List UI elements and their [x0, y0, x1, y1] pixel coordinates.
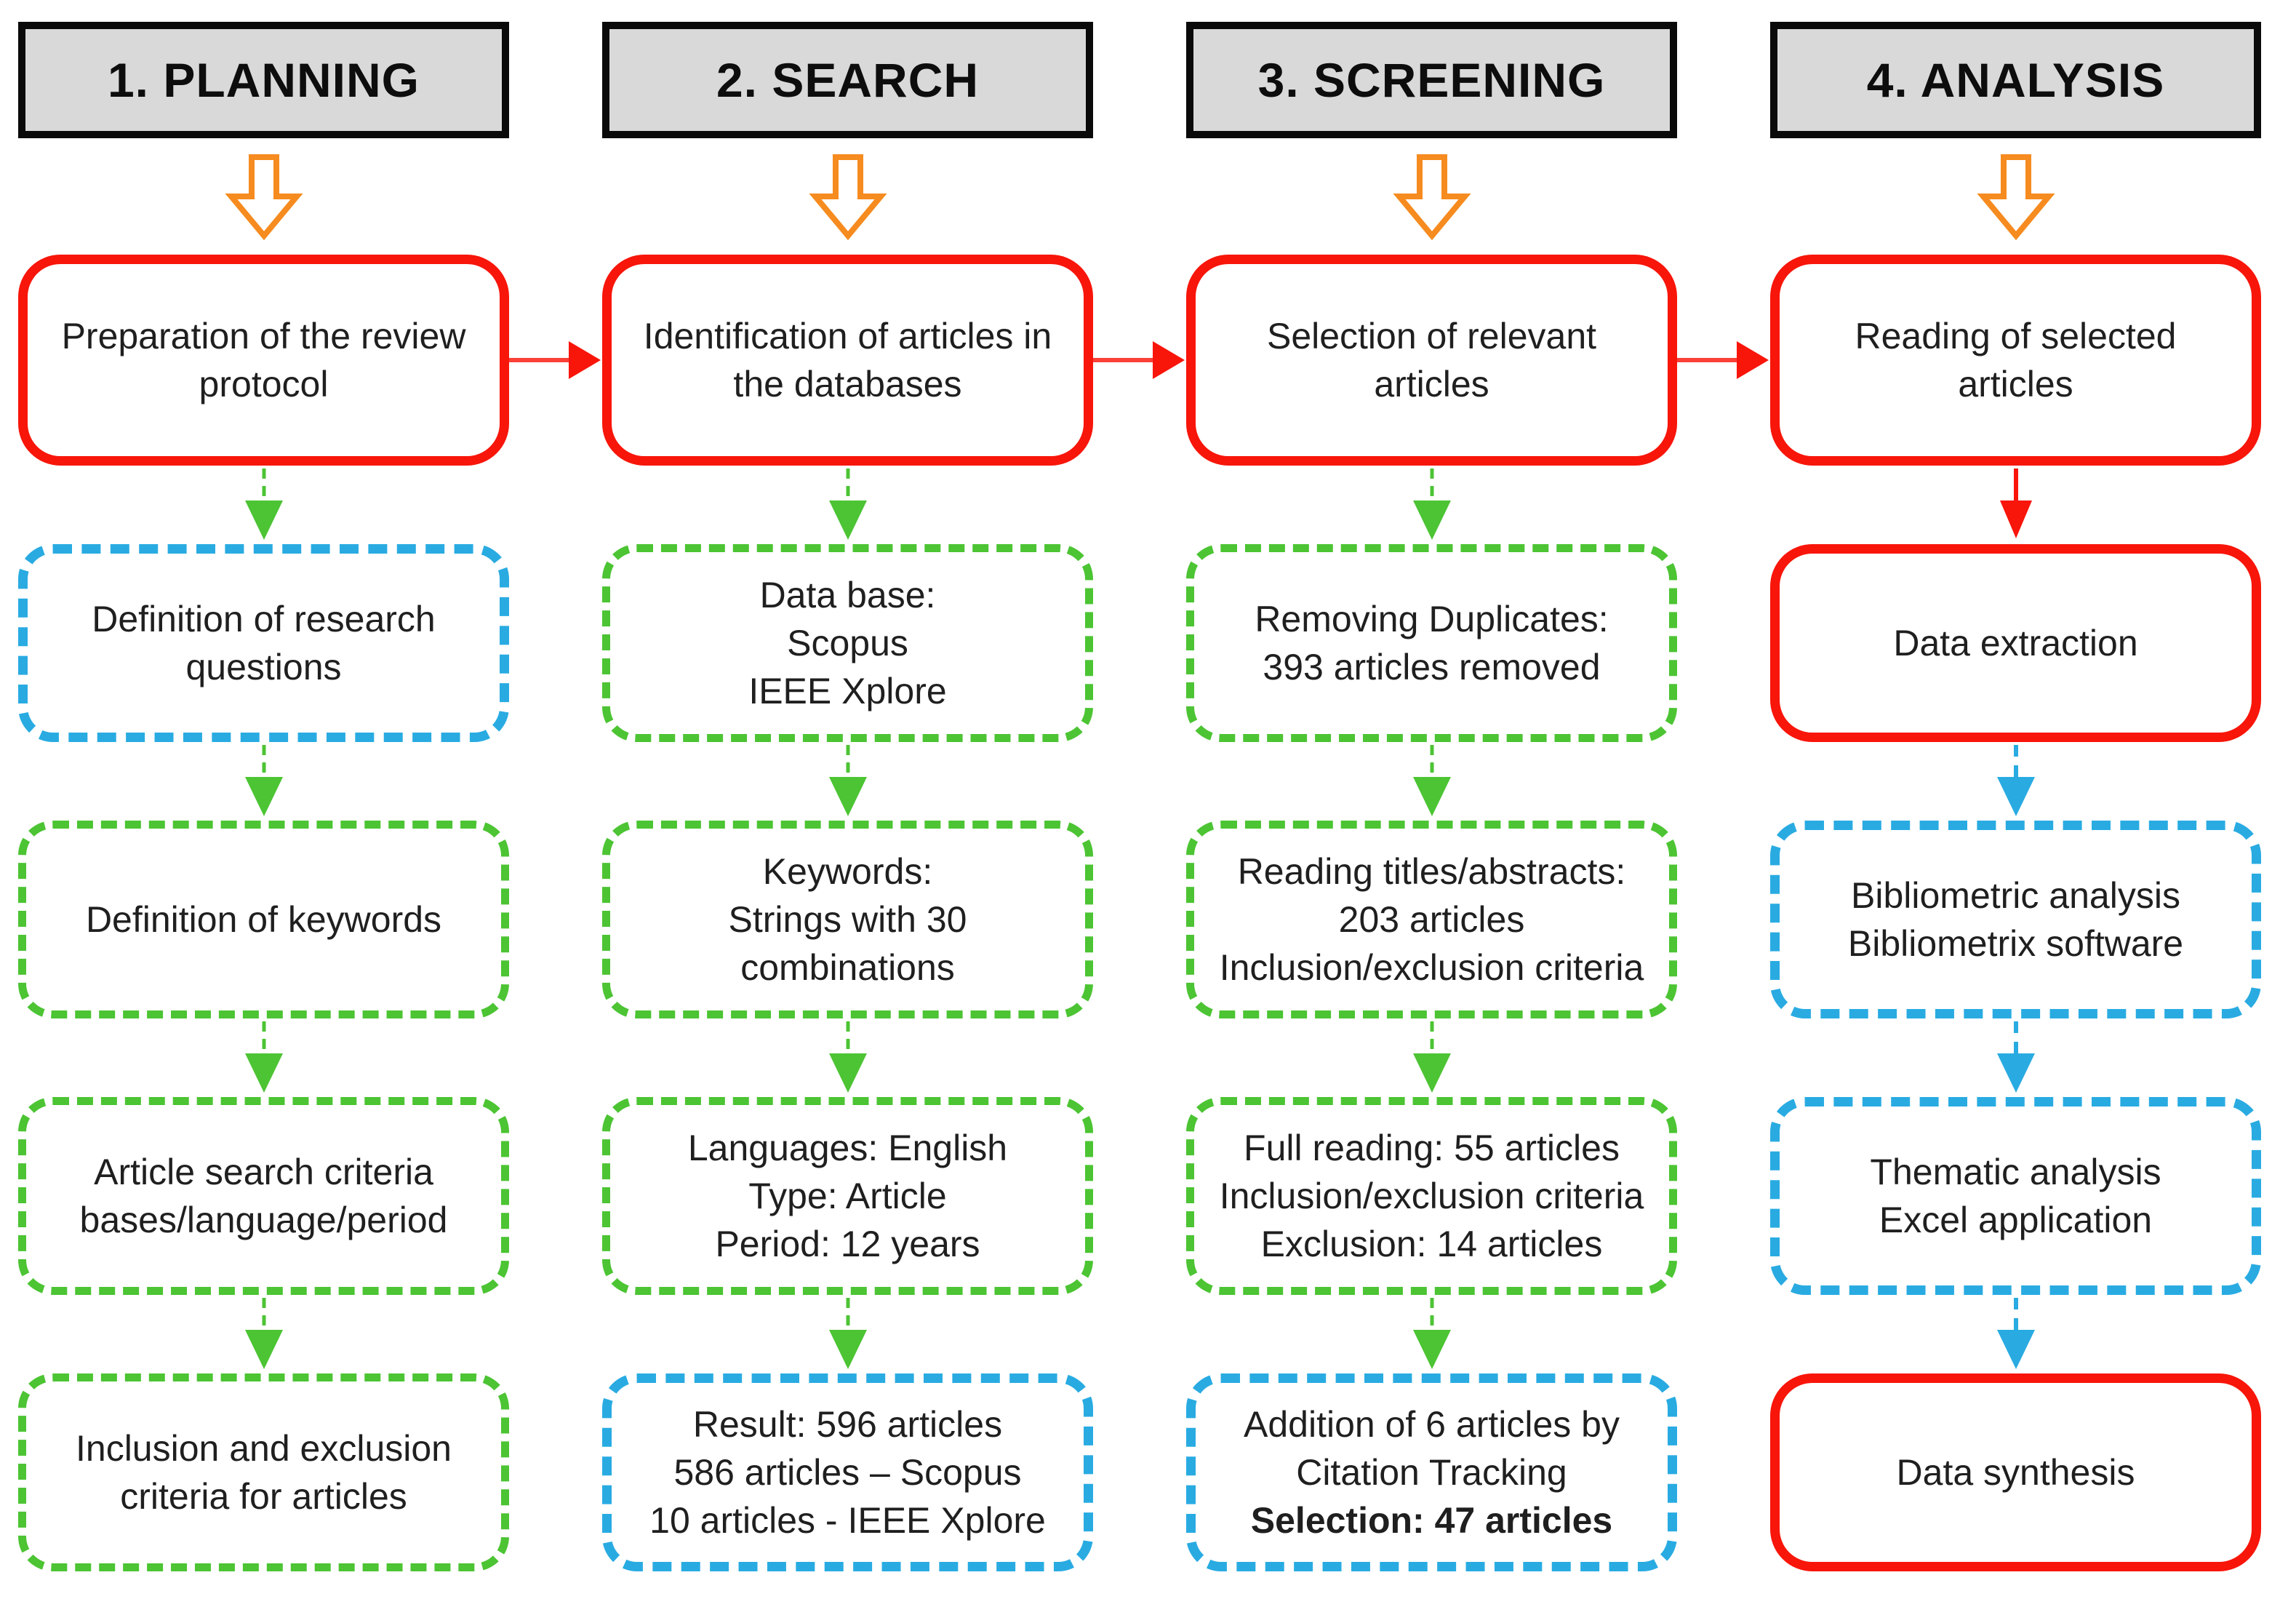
- box-full-reading: Full reading: 55 articles Inclusion/excl…: [1186, 1097, 1677, 1295]
- stage-header-analysis: 4. ANALYSIS: [1770, 22, 2261, 138]
- box-identification-articles: Identification of articles in the databa…: [602, 255, 1093, 466]
- connector-zone: [241, 466, 287, 544]
- box-text: Removing Duplicates: 393 articles remove…: [1255, 599, 1609, 687]
- box-text: Data synthesis: [1896, 1452, 2135, 1493]
- down-arrow-icon: [828, 468, 867, 540]
- box-text-bold: Selection: 47 articles: [1250, 1500, 1613, 1541]
- box-text: Identification of articles in the databa…: [643, 316, 1052, 404]
- box-text: Reading of selected articles: [1855, 316, 2177, 404]
- box-text: Languages: English Type: Article Period:…: [687, 1128, 1008, 1264]
- box-text: Thematic analysis Excel application: [1870, 1152, 2161, 1240]
- box-keywords-definition: Definition of keywords: [18, 821, 509, 1018]
- box-removing-duplicates: Removing Duplicates: 393 articles remove…: [1186, 544, 1677, 742]
- right-arrow-icon: [1677, 341, 1769, 379]
- box-search-criteria: Article search criteria bases/language/p…: [18, 1097, 509, 1295]
- down-arrow-icon: [1996, 1021, 2035, 1093]
- stage-arrow-zone: [1976, 138, 2056, 255]
- down-arrow-icon: [828, 1021, 867, 1093]
- stage-arrow-zone: [1392, 138, 1472, 255]
- connector-zone: [1993, 466, 2039, 544]
- column-analysis: 4. ANALYSIS Reading of selected articles…: [1770, 22, 2261, 1571]
- down-arrow-icon: [1996, 745, 2035, 816]
- right-arrow-icon: [509, 341, 601, 379]
- down-arrow-icon: [244, 1021, 283, 1093]
- connector-zone: [1993, 742, 2039, 821]
- down-arrow-icon: [1412, 745, 1451, 816]
- down-arrow-icon: [1412, 468, 1451, 540]
- box-databases: Data base: Scopus IEEE Xplore: [602, 544, 1093, 742]
- box-citation-tracking-selection: Addition of 6 articles by Citation Track…: [1186, 1373, 1677, 1571]
- box-reading-articles: Reading of selected articles: [1770, 255, 2261, 466]
- box-text: Result: 596 articles 586 articles – Scop…: [649, 1404, 1046, 1541]
- column-search: 2. SEARCH Identification of articles in …: [602, 22, 1093, 1571]
- connector-zone: [1409, 742, 1455, 821]
- down-arrow-icon: [1412, 1298, 1451, 1369]
- box-text: Keywords: Strings with 30 combinations: [728, 851, 967, 988]
- stage-header-planning: 1. PLANNING: [18, 22, 509, 138]
- box-text: Preparation of the review protocol: [61, 316, 466, 404]
- connector-zone: [241, 742, 287, 821]
- connector-zone: [1409, 466, 1455, 544]
- box-search-filters: Languages: English Type: Article Period:…: [602, 1097, 1093, 1295]
- right-arrow-icon: [1093, 341, 1185, 379]
- connector-zone: [825, 466, 871, 544]
- connector-zone: [1993, 1295, 2039, 1373]
- down-arrow-icon: [1999, 468, 2032, 538]
- box-title-abstract-screening: Reading titles/abstracts: 203 articles I…: [1186, 821, 1677, 1018]
- box-review-protocol: Preparation of the review protocol: [18, 255, 509, 466]
- connector-zone: [1409, 1295, 1455, 1373]
- connector-zone: [825, 1295, 871, 1373]
- connector-zone: [825, 742, 871, 821]
- box-text: Definition of research questions: [92, 599, 436, 687]
- box-text: Reading titles/abstracts: 203 articles I…: [1219, 851, 1644, 988]
- box-text: Addition of 6 articles by Citation Track…: [1244, 1404, 1620, 1493]
- box-text: Article search criteria bases/language/p…: [79, 1152, 448, 1240]
- box-data-extraction: Data extraction: [1770, 544, 2261, 742]
- down-arrow-icon: [244, 1298, 283, 1369]
- down-arrow-icon: [828, 745, 867, 816]
- box-text: Inclusion and exclusion criteria for art…: [76, 1428, 452, 1517]
- stage-link-arrow-search-screening: [1093, 337, 1186, 383]
- box-data-synthesis: Data synthesis: [1770, 1373, 2261, 1571]
- connector-zone: [241, 1295, 287, 1373]
- block-arrow-down-icon: [808, 154, 887, 240]
- box-thematic-analysis: Thematic analysis Excel application: [1770, 1097, 2261, 1295]
- box-search-results: Result: 596 articles 586 articles – Scop…: [602, 1373, 1093, 1571]
- box-bibliometric-analysis: Bibliometric analysis Bibliometrix softw…: [1770, 821, 2261, 1018]
- down-arrow-icon: [1412, 1021, 1451, 1093]
- box-keyword-strings: Keywords: Strings with 30 combinations: [602, 821, 1093, 1018]
- box-text: Data base: Scopus IEEE Xplore: [748, 575, 947, 711]
- connector-zone: [1409, 1018, 1455, 1097]
- box-text: Definition of keywords: [85, 899, 442, 940]
- block-arrow-down-icon: [1976, 154, 2055, 240]
- connector-zone: [1993, 1018, 2039, 1097]
- down-arrow-icon: [1996, 1298, 2035, 1369]
- stage-link-arrow-planning-search: [509, 337, 602, 383]
- box-text: Data extraction: [1893, 623, 2138, 663]
- block-arrow-down-icon: [1392, 154, 1471, 240]
- down-arrow-icon: [244, 468, 283, 540]
- stage-link-arrow-screening-analysis: [1677, 337, 1770, 383]
- box-text: Bibliometric analysis Bibliometrix softw…: [1847, 875, 2184, 964]
- down-arrow-icon: [244, 745, 283, 816]
- box-selection-relevant: Selection of relevant articles: [1186, 255, 1677, 466]
- column-screening: 3. SCREENING Selection of relevant artic…: [1186, 22, 1677, 1571]
- box-research-questions: Definition of research questions: [18, 544, 509, 742]
- box-inclusion-exclusion-criteria: Inclusion and exclusion criteria for art…: [18, 1373, 509, 1571]
- connector-zone: [825, 1018, 871, 1097]
- stage-header-search: 2. SEARCH: [602, 22, 1093, 138]
- column-planning: 1. PLANNING Preparation of the review pr…: [18, 22, 509, 1571]
- stage-arrow-zone: [224, 138, 304, 255]
- box-text: Full reading: 55 articles Inclusion/excl…: [1219, 1128, 1644, 1264]
- stage-arrow-zone: [808, 138, 888, 255]
- block-arrow-down-icon: [224, 154, 303, 240]
- connector-zone: [241, 1018, 287, 1097]
- box-text: Selection of relevant articles: [1266, 316, 1597, 404]
- stage-header-screening: 3. SCREENING: [1186, 22, 1677, 138]
- down-arrow-icon: [828, 1298, 867, 1369]
